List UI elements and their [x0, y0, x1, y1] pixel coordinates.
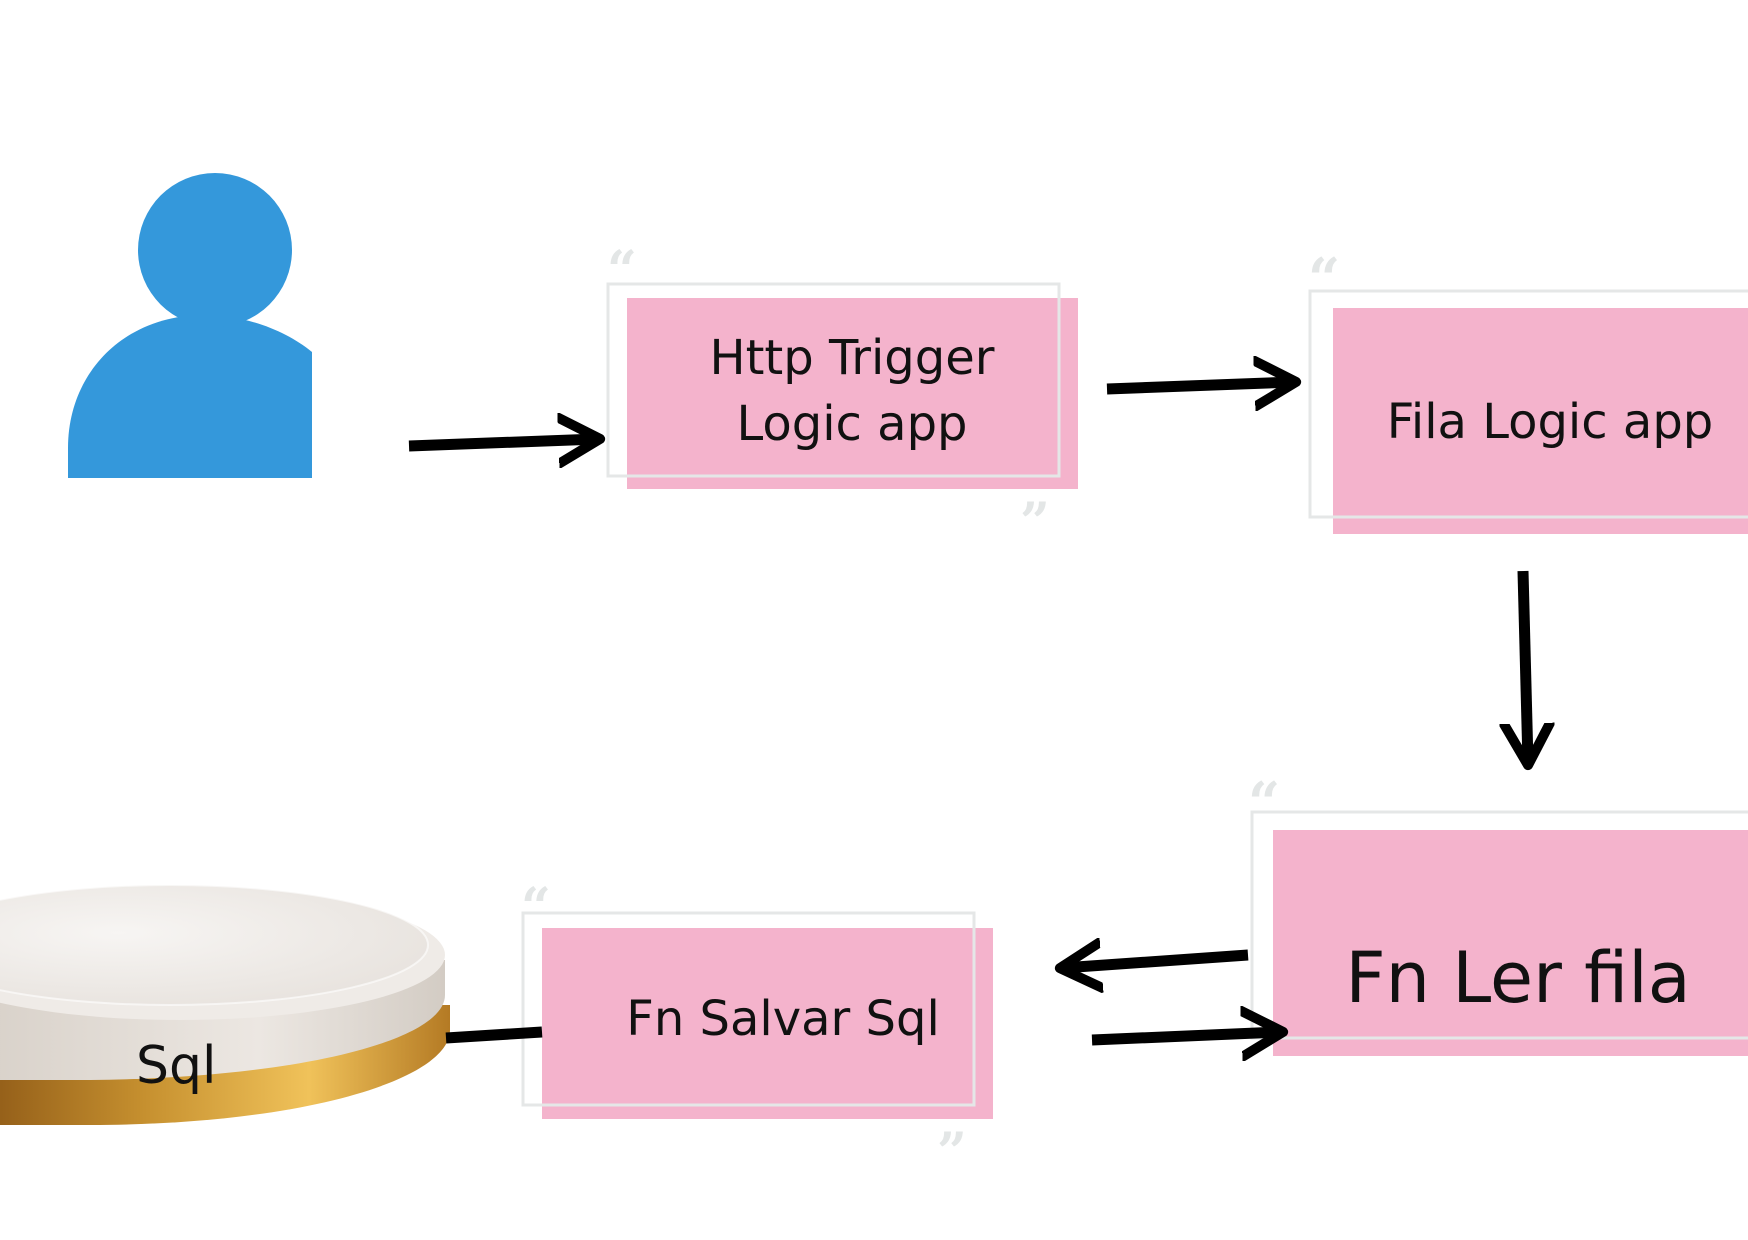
http-trigger-frame [606, 282, 1061, 478]
open-quote-icon: “ [1308, 246, 1340, 312]
fila-logic-app-box [1333, 308, 1748, 534]
http-trigger-label-line1: Http Trigger [710, 330, 995, 386]
fila-logic-app-frame [1308, 289, 1748, 519]
sql-label: Sql [136, 1036, 216, 1096]
open-quote-icon: “ [607, 240, 637, 301]
fn-salvar-sql-box [542, 928, 993, 1119]
close-quote-icon: ” [937, 1122, 967, 1183]
fn-salvar-sql-frame [521, 911, 976, 1107]
arrow-http-trigger-to-fila [1106, 382, 1294, 389]
open-quote-icon: “ [521, 877, 551, 938]
http-trigger-label-line2: Logic app [736, 396, 967, 452]
connector-fn-salvar-to-sql [445, 1026, 543, 1044]
arrow-fn-ler-fila-to-fn-salvar [1062, 955, 1249, 968]
database-icon [0, 884, 450, 1125]
fn-salvar-sql-node: “ ” Fn Salvar Sql [521, 877, 993, 1183]
fila-logic-app-label: Fila Logic app [1387, 394, 1714, 450]
http-trigger-box [627, 298, 1078, 489]
fn-ler-fila-box [1273, 830, 1748, 1056]
arrow-user-to-http-trigger [408, 439, 598, 446]
http-trigger-node: “ ” Http Trigger Logic app [606, 240, 1078, 553]
fn-ler-fila-label: Fn Ler fila [1345, 937, 1690, 1019]
close-quote-icon: ” [1020, 492, 1050, 553]
arrow-fn-salvar-to-fn-ler-fila [1091, 1032, 1281, 1040]
fila-logic-app-node: “ Fila Logic app [1308, 246, 1748, 534]
arrows [408, 382, 1528, 1044]
arrow-fila-to-fn-ler-fila [1523, 570, 1528, 763]
user-icon [68, 173, 312, 478]
fn-salvar-sql-label: Fn Salvar Sql [626, 991, 940, 1047]
fn-ler-fila-node: “ Fn Ler fila [1248, 770, 1748, 1056]
fn-ler-fila-frame [1250, 810, 1748, 1040]
